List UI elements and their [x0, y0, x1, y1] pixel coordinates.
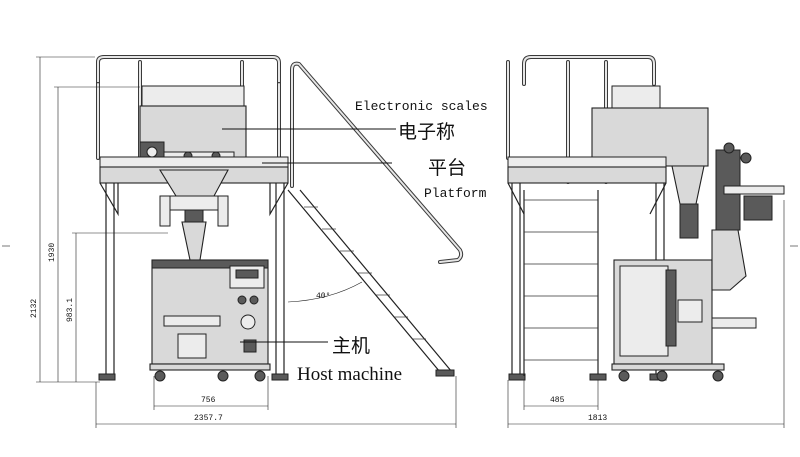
labels: Electronic scales 电子称 平台 Platform 主机 Hos…: [222, 99, 488, 385]
side-view: 485 1813: [506, 55, 798, 428]
host-machine-label: Host machine: [297, 364, 402, 385]
platform-cn-label: 平台: [428, 157, 466, 179]
electronic-scales-label: Electronic scales: [355, 99, 488, 114]
platform-height-label: 1930: [48, 243, 57, 262]
ladder-angle-label: 40°: [316, 292, 330, 301]
total-width-side-label: 1813: [588, 414, 607, 423]
host-height-label: 983.1: [66, 298, 75, 322]
host-machine-cn-label: 主机: [332, 335, 370, 357]
platform-label: Platform: [424, 186, 487, 201]
total-width-front-label: 2357.7: [194, 414, 223, 423]
electronic-scales-cn-label: 电子称: [398, 121, 455, 143]
total-height-label: 2132: [30, 299, 39, 318]
side-ladder-width-label: 485: [550, 396, 565, 405]
front-view: 40° 2132 1930 983.1 756 2357.7: [2, 55, 464, 428]
host-width-label: 756: [201, 396, 216, 405]
